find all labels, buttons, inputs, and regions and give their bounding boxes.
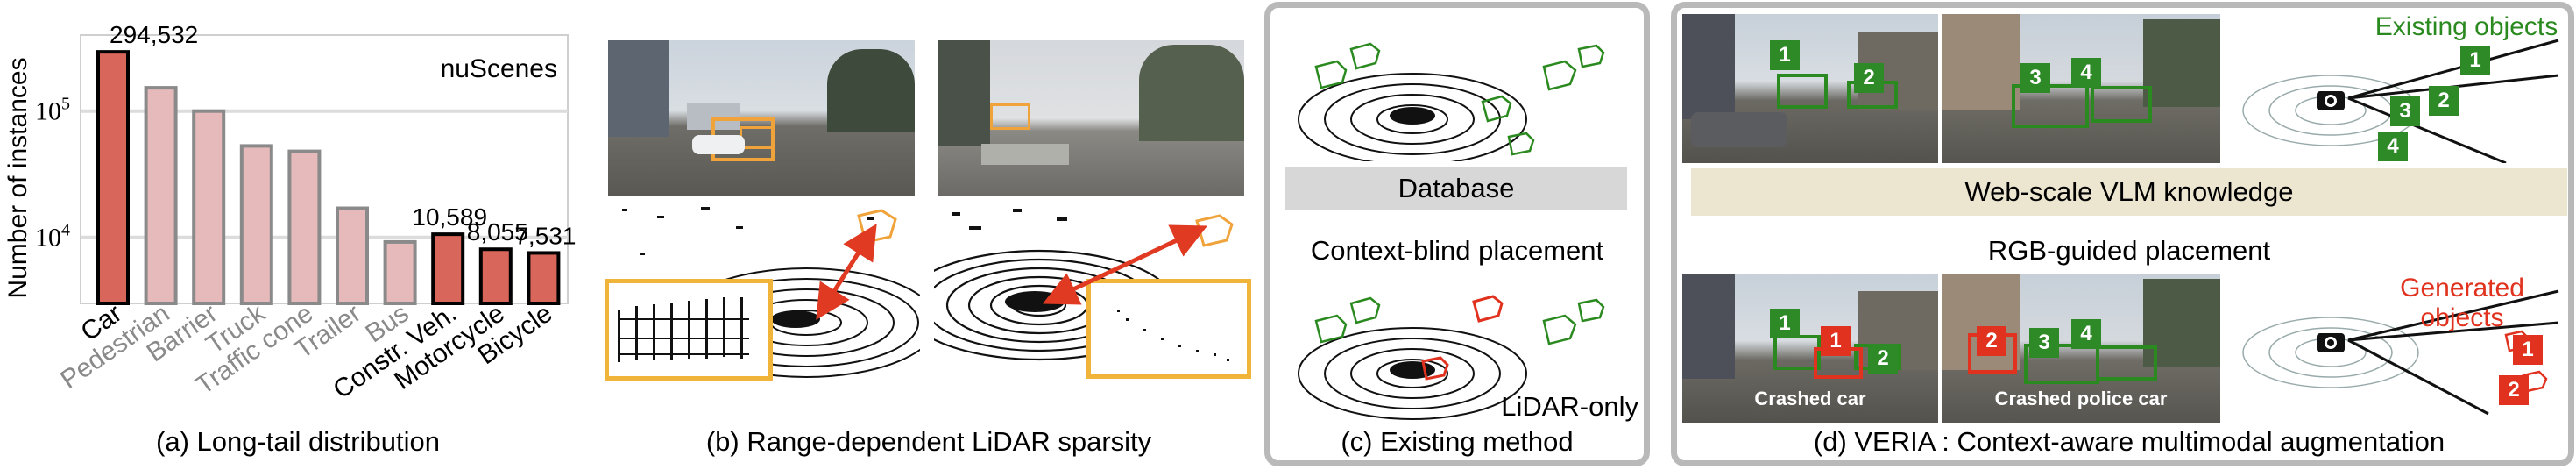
veria-camera-bottom-mid: 2 3 4 Crashed police car bbox=[1942, 274, 2220, 423]
panel-d bbox=[1671, 2, 2574, 466]
lidar-existing-top bbox=[1298, 42, 1605, 161]
caption-c: (c) Existing method bbox=[1273, 426, 1641, 458]
bar bbox=[527, 251, 561, 305]
lidar-red-tag-1: 1 bbox=[2513, 335, 2543, 365]
value-label: 8,055 bbox=[467, 218, 528, 246]
plot-frame bbox=[80, 34, 569, 304]
dataset-label: nuScenes bbox=[441, 54, 557, 83]
lidar-red-tag-2: 2 bbox=[2499, 375, 2529, 405]
bar bbox=[336, 206, 369, 305]
veria-camera-bottom-left: 1 2 1 Crashed car bbox=[1682, 274, 1938, 423]
lidar-tag-1: 1 bbox=[2460, 46, 2490, 75]
caption-b: (b) Range-dependent LiDAR sparsity bbox=[705, 426, 1152, 457]
database-box: Database bbox=[1285, 167, 1627, 210]
lidar-tag-2: 2 bbox=[2429, 86, 2459, 116]
value-label: 10,589 bbox=[412, 203, 487, 231]
lidar-tag-3: 3 bbox=[2390, 96, 2420, 126]
context-blind-label: Context-blind placement bbox=[1310, 235, 1604, 266]
bar bbox=[96, 50, 130, 305]
vlm-knowledge-box: Web-scale VLM knowledge bbox=[1691, 168, 2567, 216]
bar bbox=[239, 144, 273, 305]
value-label: 294,532 bbox=[110, 21, 198, 48]
bar bbox=[287, 149, 322, 305]
bar bbox=[431, 232, 465, 306]
lidar-existing-bottom bbox=[1298, 295, 1605, 420]
veria-lidar-bottom bbox=[2242, 289, 2559, 416]
lidar-only-label: LiDAR-only bbox=[1501, 391, 1638, 422]
existing-objects-label: Existing objects bbox=[2374, 12, 2558, 41]
bar bbox=[383, 239, 417, 306]
bar bbox=[478, 247, 513, 306]
y-tick-label: 105 bbox=[35, 95, 70, 126]
panel-c bbox=[1264, 2, 1650, 466]
veria-camera-top-mid: 3 4 bbox=[1942, 14, 2220, 163]
caption-d: (d) VERIA : Context-aware multimodal aug… bbox=[1735, 426, 2523, 458]
caption-a: (a) Long-tail distribution bbox=[156, 426, 440, 457]
bar bbox=[144, 86, 178, 306]
lidar-tag-4: 4 bbox=[2378, 132, 2408, 161]
veria-camera-top-left: 1 2 bbox=[1682, 14, 1938, 163]
y-tick-label: 104 bbox=[35, 221, 70, 253]
y-axis-label: Number of instances bbox=[4, 57, 32, 298]
generated-objects-label: Generated objects bbox=[2400, 274, 2524, 332]
lidar-inset-near bbox=[605, 279, 773, 381]
rgb-guided-label: RGB-guided placement bbox=[1987, 235, 2271, 266]
sparsity-arrows bbox=[816, 224, 1208, 320]
value-label: 7,531 bbox=[514, 222, 576, 249]
camera-image-far bbox=[938, 40, 1244, 196]
bar bbox=[192, 109, 226, 305]
camera-image-near bbox=[608, 40, 915, 196]
